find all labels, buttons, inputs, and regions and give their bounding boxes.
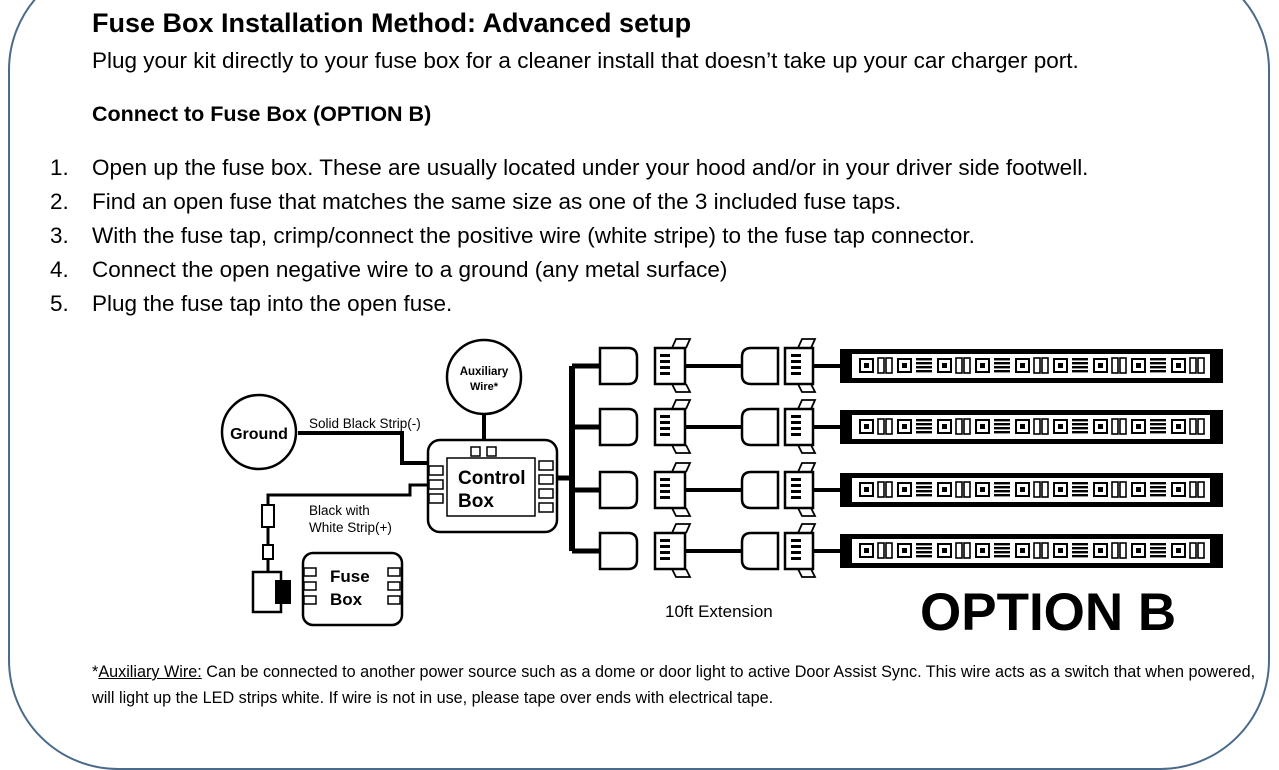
step-text: Open up the fuse box. These are usually … [92, 155, 1089, 180]
aux-wire-circle [445, 338, 523, 416]
connector-plug [598, 470, 639, 510]
step-text: Connect the open negative wire to a grou… [92, 257, 728, 282]
wiring-diagram: Ground Auxiliary Wire* Solid Black Strip… [220, 338, 1223, 642]
black-white-label-line1: Black with [309, 503, 370, 518]
black-white-label-line2: White Strip(+) [309, 520, 392, 535]
fuse-tap [251, 504, 291, 614]
fuse-box: Fuse Box [301, 551, 404, 627]
strip-row [572, 338, 1223, 393]
page-subtitle: Plug your kit directly to your fuse box … [92, 48, 1079, 73]
step-text: Plug the fuse tap into the open fuse. [92, 291, 453, 316]
connector-plug [598, 346, 639, 386]
solid-black-label: Solid Black Strip(-) [309, 416, 421, 431]
step-number: 4. [50, 257, 69, 282]
strip-row [572, 399, 1223, 454]
strip-rows [572, 338, 1223, 578]
step-number: 3. [50, 223, 69, 248]
footnote: *Auxiliary Wire: Can be connected to ano… [92, 659, 1262, 711]
positive-wire [266, 483, 428, 500]
strip-row [572, 462, 1223, 517]
footnote-star: * [92, 663, 99, 681]
step-number: 5. [50, 291, 69, 316]
footnote-label: Auxiliary Wire: [98, 663, 202, 681]
fuse-box-label-line1: Fuse [330, 567, 370, 586]
footnote-text: Can be connected to another power source… [92, 663, 1256, 707]
control-box: Control Box [426, 438, 559, 534]
connector-plug [740, 407, 780, 447]
strip-row [572, 523, 1223, 578]
step-text: With the fuse tap, crimp/connect the pos… [92, 223, 975, 248]
ground-wire [298, 431, 428, 465]
connector-plug [740, 470, 780, 510]
control-box-label-line2: Box [458, 491, 494, 512]
step-number: 1. [50, 155, 69, 180]
control-box-label-line1: Control [458, 468, 526, 489]
aux-label-line1: Auxiliary [460, 366, 509, 378]
led-strip [840, 473, 1223, 507]
connector-plug [740, 531, 780, 571]
section-title: Connect to Fuse Box (OPTION B) [92, 102, 432, 126]
connector-plug [598, 407, 639, 447]
connector-plug [598, 531, 639, 571]
led-strip [840, 534, 1223, 568]
option-label: OPTION B [920, 583, 1176, 642]
ground-label: Ground [230, 426, 288, 443]
aux-label-line2: Wire* [470, 381, 499, 393]
led-strip [840, 410, 1223, 444]
step-text: Find an open fuse that matches the same … [92, 189, 902, 214]
connector-plug [740, 346, 780, 386]
fuse-box-label-line2: Box [330, 590, 363, 609]
step-number: 2. [50, 189, 69, 214]
extension-label: 10ft Extension [665, 602, 773, 621]
ground-circle [220, 393, 298, 471]
page-title: Fuse Box Installation Method: Advanced s… [92, 8, 692, 38]
led-strip [840, 349, 1223, 383]
